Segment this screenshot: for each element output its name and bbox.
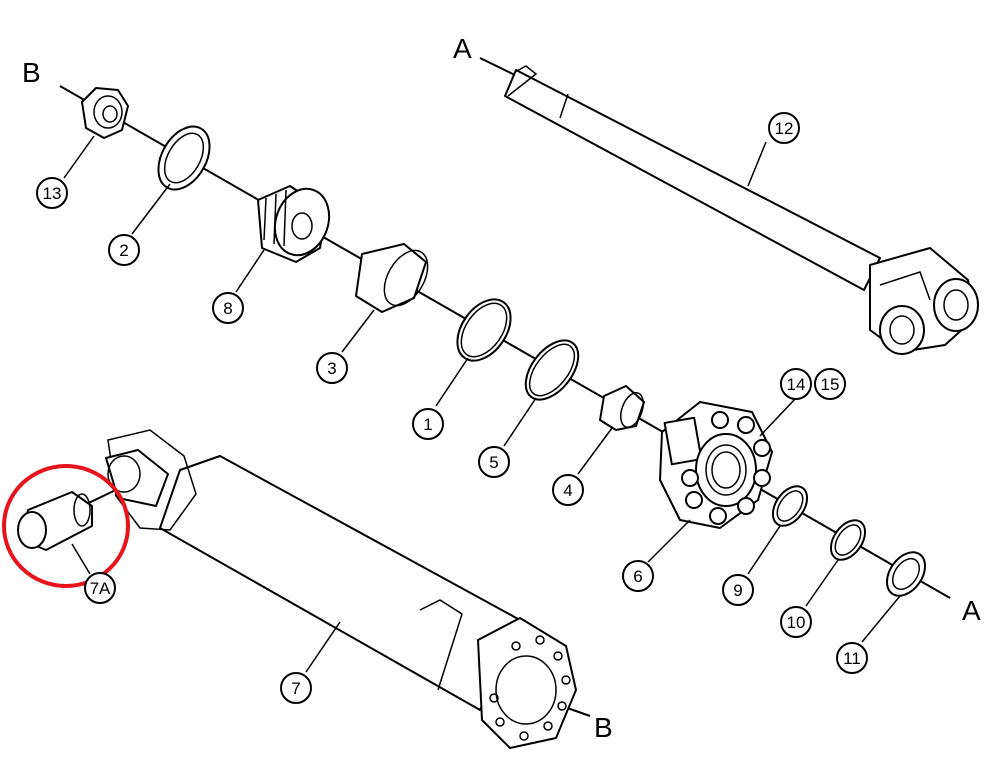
end-label-b-bottom: B xyxy=(594,712,613,743)
callout-2: 2 xyxy=(108,234,140,266)
svg-text:1: 1 xyxy=(423,415,432,434)
svg-text:8: 8 xyxy=(223,299,232,318)
svg-text:15: 15 xyxy=(821,375,840,394)
callout-7a: 7A xyxy=(84,572,116,604)
svg-text:12: 12 xyxy=(775,119,794,138)
svg-text:7A: 7A xyxy=(90,579,111,598)
svg-text:6: 6 xyxy=(633,567,642,586)
callout-3: 3 xyxy=(316,352,348,384)
callout-13: 13 xyxy=(36,177,68,209)
nut-part-13 xyxy=(81,87,129,139)
barrel-part-7 xyxy=(105,429,577,749)
svg-text:3: 3 xyxy=(327,359,336,378)
svg-text:11: 11 xyxy=(843,649,861,668)
callout-9: 9 xyxy=(722,574,754,606)
callout-12: 12 xyxy=(768,112,800,144)
band-part-3 xyxy=(355,243,429,313)
end-label-a-right: A xyxy=(962,595,981,626)
rod-part-12 xyxy=(504,65,979,355)
ring-part-9 xyxy=(771,485,809,527)
bushing-part-4 xyxy=(599,385,645,431)
callout-6: 6 xyxy=(622,560,654,592)
svg-text:4: 4 xyxy=(563,481,572,500)
seal-part-1 xyxy=(456,298,512,362)
callout-11: 11 xyxy=(836,642,868,674)
callout-1: 1 xyxy=(412,408,444,440)
highlight-circle-7a xyxy=(2,464,130,588)
svg-text:5: 5 xyxy=(489,453,498,472)
svg-text:7: 7 xyxy=(291,679,300,698)
wiper-part-11 xyxy=(885,551,927,597)
callout-8: 8 xyxy=(212,292,244,324)
o-ring-part-5 xyxy=(524,339,580,401)
leader-lines xyxy=(63,135,901,673)
callout-14: 14 xyxy=(780,368,812,400)
ring-part-2 xyxy=(157,125,211,191)
callout-5: 5 xyxy=(478,446,510,478)
svg-text:2: 2 xyxy=(119,241,128,260)
callout-4: 4 xyxy=(552,474,584,506)
head-part-6 xyxy=(659,401,773,529)
ring-part-10 xyxy=(829,519,867,561)
svg-text:14: 14 xyxy=(787,375,806,394)
piston-part-8 xyxy=(257,185,331,263)
pin-part-7a xyxy=(17,491,93,551)
callout-7: 7 xyxy=(280,672,312,704)
end-label-a-top: A xyxy=(453,33,472,64)
callout-15: 15 xyxy=(814,368,846,400)
callouts: 13 2 8 3 1 5 4 6 xyxy=(36,112,868,704)
svg-text:9: 9 xyxy=(733,581,742,600)
svg-text:10: 10 xyxy=(787,613,806,632)
end-label-b-top: B xyxy=(22,57,41,88)
svg-text:13: 13 xyxy=(43,184,62,203)
callout-10: 10 xyxy=(780,606,812,638)
